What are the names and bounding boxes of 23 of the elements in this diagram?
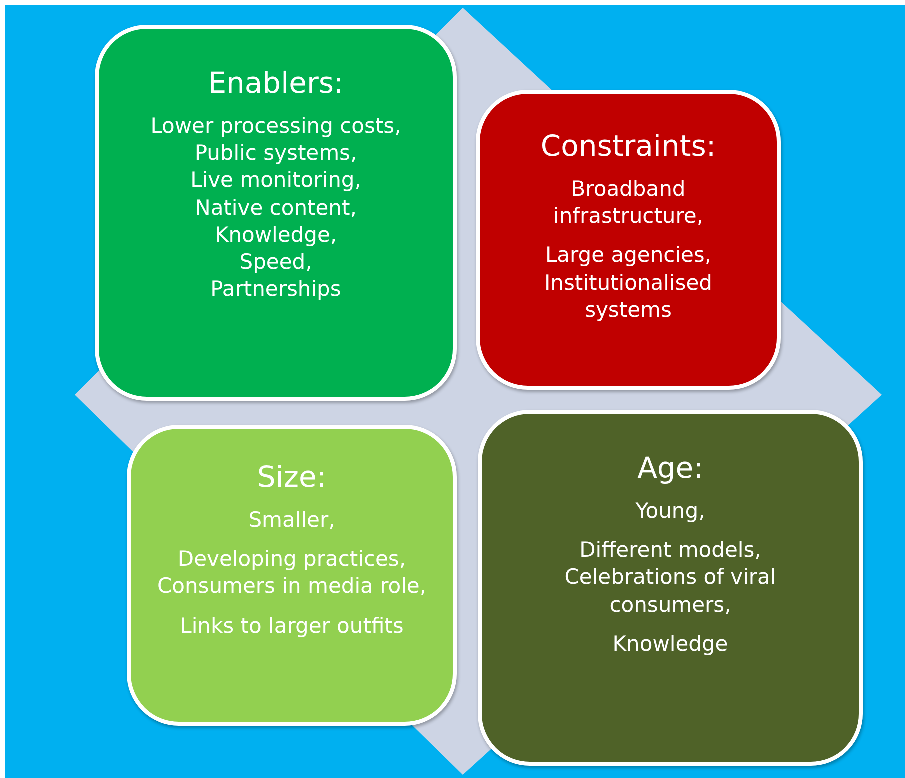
box-text: Speed, — [240, 249, 312, 276]
box-text: Knowledge, — [214, 222, 338, 249]
box-text: Developing practices, Consumers in media role, — [156, 546, 428, 600]
category-box — [127, 425, 457, 726]
box-text: Live monitoring, — [190, 167, 362, 194]
category-box — [478, 410, 863, 766]
box-heading: Constraints: — [540, 128, 716, 165]
box-text: Large agencies, Institutionalised systems — [543, 242, 714, 324]
box-heading: Size: — [257, 459, 327, 496]
box-text: Lower processing costs, — [150, 112, 402, 140]
box-text: Native content, — [195, 194, 357, 222]
box-text: Young, — [636, 498, 706, 525]
box-text: Knowledge — [612, 630, 728, 658]
box-heading: Enablers: — [208, 65, 344, 102]
box-text: Broadband infrastructure, — [552, 176, 704, 230]
box-text: Partnerships — [210, 276, 342, 304]
box-heading: Age: — [638, 450, 704, 487]
box-text: Public systems, — [194, 140, 358, 167]
category-box — [95, 25, 457, 401]
box-text: Links to larger outfits — [180, 612, 404, 640]
box-text: Smaller, — [248, 506, 336, 534]
box-text: Different models, Celebrations of viral consumers, — [564, 536, 778, 619]
category-box — [476, 90, 781, 390]
